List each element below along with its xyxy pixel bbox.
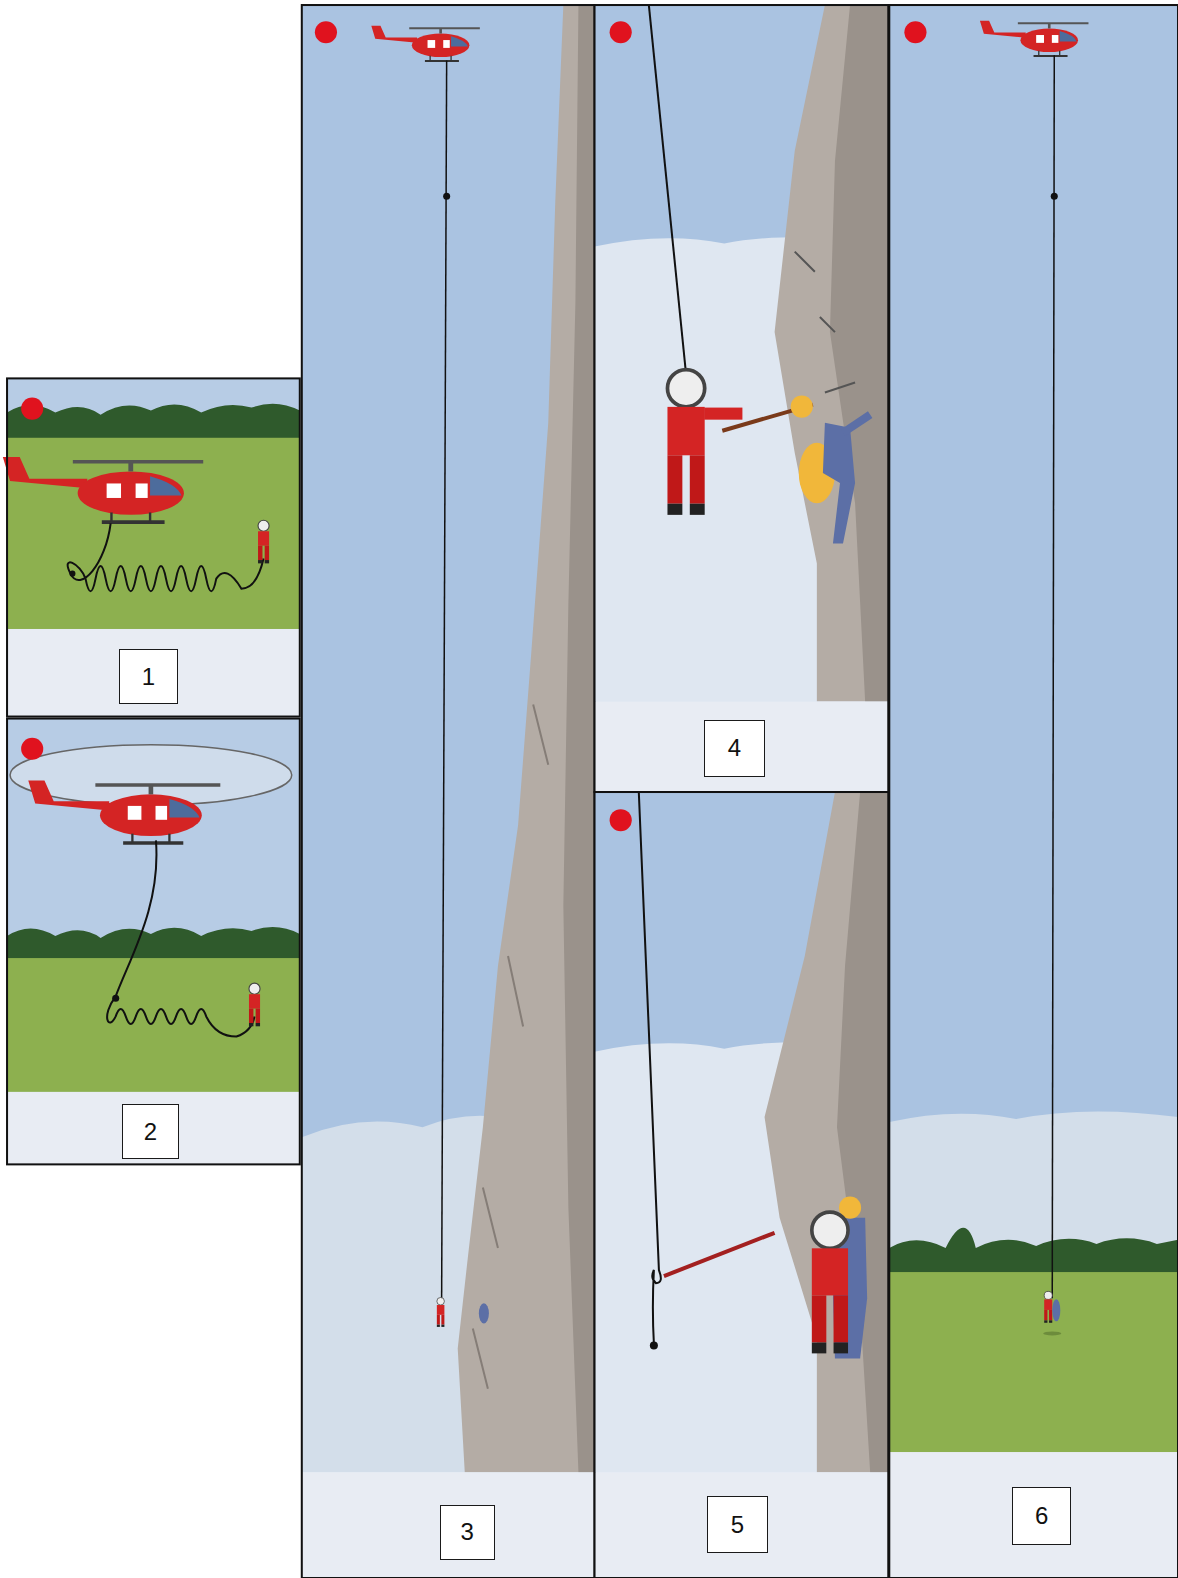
- panel-number: 3: [461, 1518, 474, 1546]
- panel-number: 2: [144, 1118, 157, 1146]
- panel-number: 4: [728, 734, 741, 762]
- panel-number: 1: [142, 663, 155, 691]
- panel-number: 5: [731, 1511, 744, 1539]
- number-box: 4: [704, 720, 764, 777]
- number-box: 6: [1012, 1487, 1071, 1544]
- number-box: 5: [707, 1496, 767, 1552]
- number-box: 2: [122, 1104, 179, 1159]
- panel-number: 6: [1035, 1502, 1048, 1530]
- number-box: 3: [440, 1505, 495, 1560]
- number-box: 1: [119, 649, 178, 704]
